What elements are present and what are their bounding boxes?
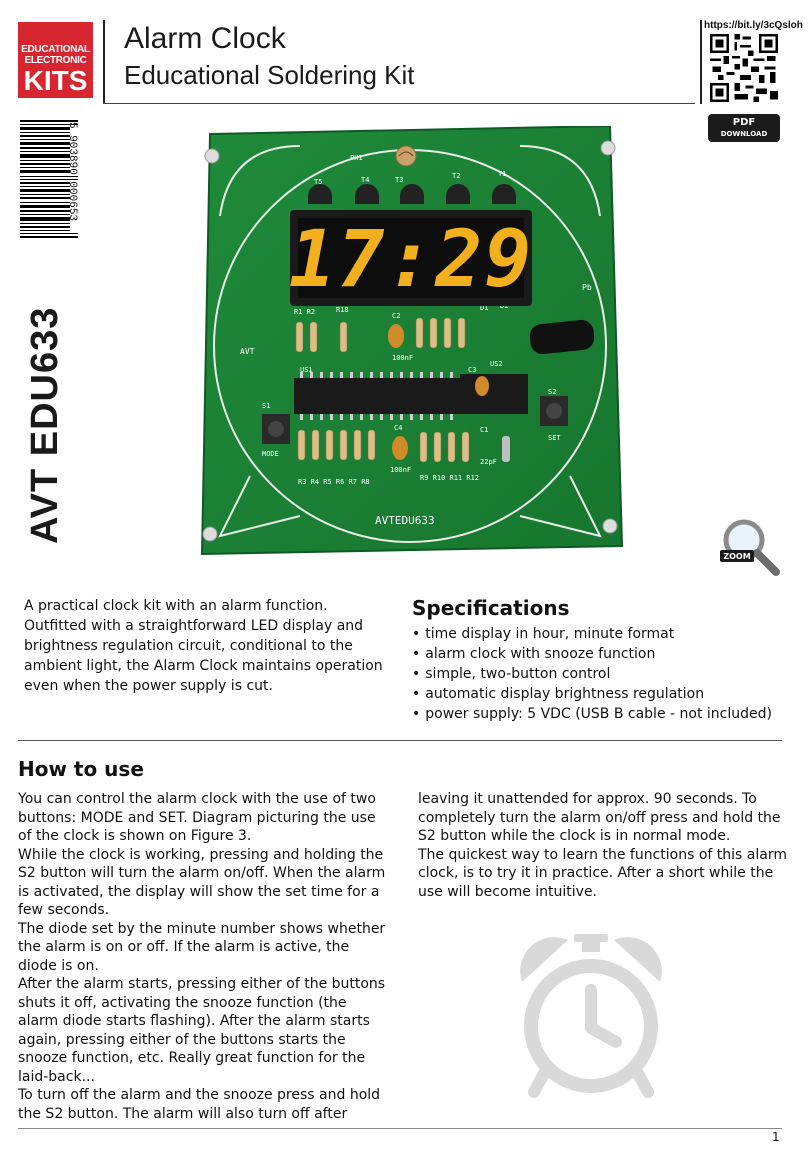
svg-text:R18: R18 [336, 306, 349, 314]
how-to-use-column-1: You can control the alarm clock with the… [18, 790, 390, 1123]
pdf-label: PDF [732, 117, 756, 128]
specifications-list: time display in hour, minute format alar… [412, 624, 792, 724]
header-rule [103, 103, 695, 104]
svg-text:Pb: Pb [582, 283, 592, 292]
svg-text:T5: T5 [314, 178, 322, 186]
svg-text:T3: T3 [395, 176, 403, 184]
paragraph: After the alarm starts, pressing either … [18, 976, 386, 1085]
svg-text:US1: US1 [300, 366, 313, 374]
logo-line-3: KITS [23, 65, 88, 96]
svg-text:T4: T4 [361, 176, 369, 184]
svg-text:T1: T1 [498, 170, 506, 178]
svg-text:100nF: 100nF [390, 466, 411, 474]
barcode-number: 5 903890 000653 [66, 122, 78, 222]
brand-logo: EDUCATIONAL ELECTRONIC KITS [18, 22, 93, 98]
qr-code-icon[interactable] [710, 34, 778, 102]
svg-text:C2: C2 [392, 312, 400, 320]
paragraph: leaving it unattended for approx. 90 sec… [418, 791, 781, 844]
intro-paragraph: A practical clock kit with an alarm func… [24, 598, 383, 694]
list-item: automatic display brightness regulation [412, 684, 792, 704]
footer-rule [18, 1128, 782, 1129]
logo-line-2: ELECTRONIC [24, 55, 87, 66]
svg-text:C1: C1 [480, 426, 488, 434]
paragraph: You can control the alarm clock with the… [18, 791, 376, 844]
paragraph: To turn off the alarm and the snooze pre… [18, 1087, 381, 1122]
zoom-label[interactable]: ZOOM [723, 552, 751, 561]
list-item: simple, two-button control [412, 664, 792, 684]
svg-text:PH1: PH1 [350, 154, 363, 162]
svg-text:S1: S1 [262, 402, 270, 410]
magnifier-icon[interactable] [718, 514, 782, 578]
paragraph: While the clock is working, pressing and… [18, 846, 386, 919]
paragraph: The quickest way to learn the functions … [418, 846, 787, 900]
header-divider-right [700, 20, 702, 104]
svg-text:17:29: 17:29 [289, 215, 534, 305]
barcode-icon [20, 120, 78, 238]
alarm-clock-icon [520, 934, 662, 1098]
page-subtitle: Educational Soldering Kit [124, 60, 415, 90]
list-item: power supply: 5 VDC (USB B cable - not i… [412, 704, 792, 724]
svg-text:C4: C4 [394, 424, 402, 432]
svg-text:100nF: 100nF [392, 354, 413, 362]
svg-text:US2: US2 [490, 360, 503, 368]
logo-line-1: EDUCATIONAL [21, 44, 90, 55]
product-code: AVT EDU633 [24, 306, 66, 544]
svg-text:AVTEDU633: AVTEDU633 [375, 514, 435, 527]
section-divider [18, 740, 782, 741]
list-item: alarm clock with snooze function [412, 644, 792, 664]
header-divider [103, 20, 105, 104]
svg-text:AVT: AVT [240, 347, 255, 356]
list-item: time display in hour, minute format [412, 624, 792, 644]
svg-text:R9 R10 R11 R12: R9 R10 R11 R12 [420, 474, 479, 482]
pdf-download-button[interactable]: PDF DOWNLOAD [708, 114, 780, 142]
pdf-sublabel: DOWNLOAD [720, 130, 768, 138]
svg-text:R3 R4 R5 R6 R7 R8: R3 R4 R5 R6 R7 R8 [298, 478, 370, 486]
svg-text:S2: S2 [548, 388, 556, 396]
svg-text:SET: SET [548, 434, 561, 442]
specifications-heading: Specifications [412, 596, 570, 620]
svg-text:22pF: 22pF [480, 458, 497, 466]
svg-text:T2: T2 [452, 172, 460, 180]
svg-text:R1 R2: R1 R2 [294, 308, 315, 316]
how-to-use-column-2: leaving it unattended for approx. 90 sec… [418, 790, 790, 901]
page-title: Alarm Clock [124, 22, 286, 55]
page-number: 1 [772, 1130, 780, 1144]
svg-text:C3: C3 [468, 366, 476, 374]
svg-text:D1: D1 [480, 304, 488, 312]
how-to-use-heading: How to use [18, 757, 144, 781]
paragraph: The diode set by the minute number shows… [18, 920, 386, 974]
svg-text:MODE: MODE [262, 450, 279, 458]
qr-url[interactable]: https://bit.ly/3cQsloh [704, 20, 803, 31]
